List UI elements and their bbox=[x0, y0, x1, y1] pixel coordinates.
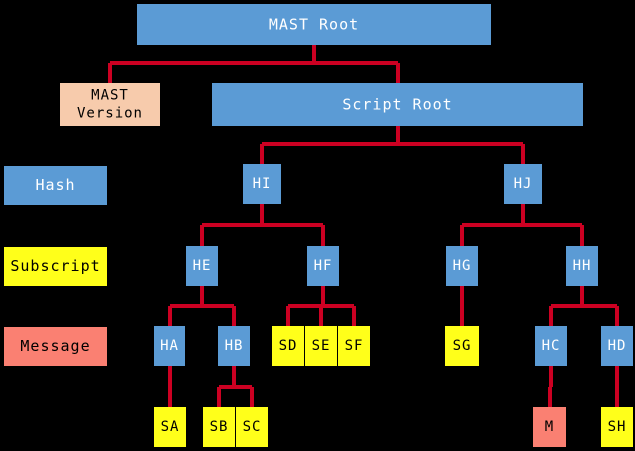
legend-item-message: Message bbox=[4, 327, 107, 366]
legend-label-message: Message bbox=[20, 337, 90, 355]
node-label-sh: SH bbox=[608, 419, 627, 435]
node-se[interactable]: SE bbox=[305, 326, 337, 366]
node-box-hb[interactable] bbox=[218, 326, 250, 366]
legend-swatch-message bbox=[4, 327, 107, 366]
node-sf[interactable]: SF bbox=[338, 326, 370, 366]
node-hh[interactable]: HH bbox=[566, 246, 598, 286]
node-box-hd[interactable] bbox=[601, 326, 633, 366]
node-box-sa[interactable] bbox=[154, 407, 186, 447]
node-mast-root[interactable]: MAST Root bbox=[137, 4, 491, 45]
node-hj[interactable]: HJ bbox=[504, 164, 542, 204]
node-script-root[interactable]: Script Root bbox=[212, 83, 583, 126]
edge-group-hc bbox=[548, 366, 553, 407]
edge-group-script-root bbox=[260, 126, 525, 164]
node-hb[interactable]: HB bbox=[218, 326, 250, 366]
node-label-sd: SD bbox=[279, 338, 298, 354]
node-sb[interactable]: SB bbox=[203, 407, 235, 447]
node-box-hh[interactable] bbox=[566, 246, 598, 286]
node-hf[interactable]: HF bbox=[307, 246, 339, 286]
node-box-se[interactable] bbox=[305, 326, 337, 366]
node-label-ha: HA bbox=[160, 338, 179, 354]
node-he[interactable]: HE bbox=[186, 246, 218, 286]
edge-group-hf bbox=[286, 286, 356, 326]
node-box-sg[interactable] bbox=[445, 326, 479, 366]
node-box-hi[interactable] bbox=[243, 164, 281, 204]
edge-group-hh bbox=[549, 286, 619, 326]
node-box-hg[interactable] bbox=[446, 246, 478, 286]
node-label-hh: HH bbox=[573, 258, 592, 274]
node-box-mast-root[interactable] bbox=[137, 4, 491, 45]
node-box-hj[interactable] bbox=[504, 164, 542, 204]
node-label-hd: HD bbox=[608, 338, 627, 354]
node-hc[interactable]: HC bbox=[535, 326, 567, 366]
node-label-sg: SG bbox=[453, 338, 472, 354]
legend-swatch-hash bbox=[4, 166, 107, 205]
node-hg[interactable]: HG bbox=[446, 246, 478, 286]
node-box-sh[interactable] bbox=[601, 407, 633, 447]
node-sa[interactable]: SA bbox=[154, 407, 186, 447]
node-hi[interactable]: HI bbox=[243, 164, 281, 204]
legend-item-subscript: Subscript bbox=[4, 247, 107, 286]
edge-group-hi bbox=[200, 204, 325, 246]
edge-group-he bbox=[168, 286, 236, 326]
node-box-sc[interactable] bbox=[236, 407, 268, 447]
node-sc[interactable]: SC bbox=[236, 407, 268, 447]
node-label-hg: HG bbox=[453, 258, 472, 274]
node-label-hc: HC bbox=[542, 338, 561, 354]
node-box-ha[interactable] bbox=[154, 326, 185, 366]
node-sg[interactable]: SG bbox=[445, 326, 479, 366]
node-label-m: M bbox=[545, 419, 554, 435]
node-label-hb: HB bbox=[225, 338, 244, 354]
node-hd[interactable]: HD bbox=[601, 326, 633, 366]
node-box-script-root[interactable] bbox=[212, 83, 583, 126]
node-label-hj: HJ bbox=[514, 176, 533, 192]
node-label-sb: SB bbox=[210, 419, 229, 435]
legend-label-hash: Hash bbox=[35, 176, 75, 194]
legend-swatch-subscript bbox=[4, 247, 107, 286]
node-box-mast-version[interactable] bbox=[60, 83, 160, 126]
node-label-sa: SA bbox=[161, 419, 180, 435]
legend-item-hash: Hash bbox=[4, 166, 107, 205]
node-m[interactable]: M bbox=[533, 407, 566, 447]
node-label-hi: HI bbox=[253, 176, 272, 192]
node-box-hf[interactable] bbox=[307, 246, 339, 286]
node-box-sf[interactable] bbox=[338, 326, 370, 366]
edge-group-hj bbox=[460, 204, 584, 246]
node-label-mast-root: MAST Root bbox=[269, 15, 359, 33]
node-label-script-root: Script Root bbox=[342, 95, 452, 113]
node-label-sc: SC bbox=[243, 419, 262, 435]
node-label-hf: HF bbox=[314, 258, 333, 274]
node-box-hc[interactable] bbox=[535, 326, 567, 366]
node-label-sf: SF bbox=[345, 338, 364, 354]
edges-layer bbox=[108, 45, 619, 407]
node-box-sd[interactable] bbox=[272, 326, 304, 366]
edge-group-mast-root bbox=[108, 45, 400, 83]
legend-label-subscript: Subscript bbox=[10, 257, 100, 275]
node-label-se: SE bbox=[312, 338, 331, 354]
node-sh[interactable]: SH bbox=[601, 407, 633, 447]
node-sd[interactable]: SD bbox=[272, 326, 304, 366]
edge-group-hb bbox=[217, 366, 254, 407]
node-ha[interactable]: HA bbox=[154, 326, 185, 366]
node-box-he[interactable] bbox=[186, 246, 218, 286]
node-box-m[interactable] bbox=[533, 407, 566, 447]
node-label-he: HE bbox=[193, 258, 212, 274]
node-box-sb[interactable] bbox=[203, 407, 235, 447]
